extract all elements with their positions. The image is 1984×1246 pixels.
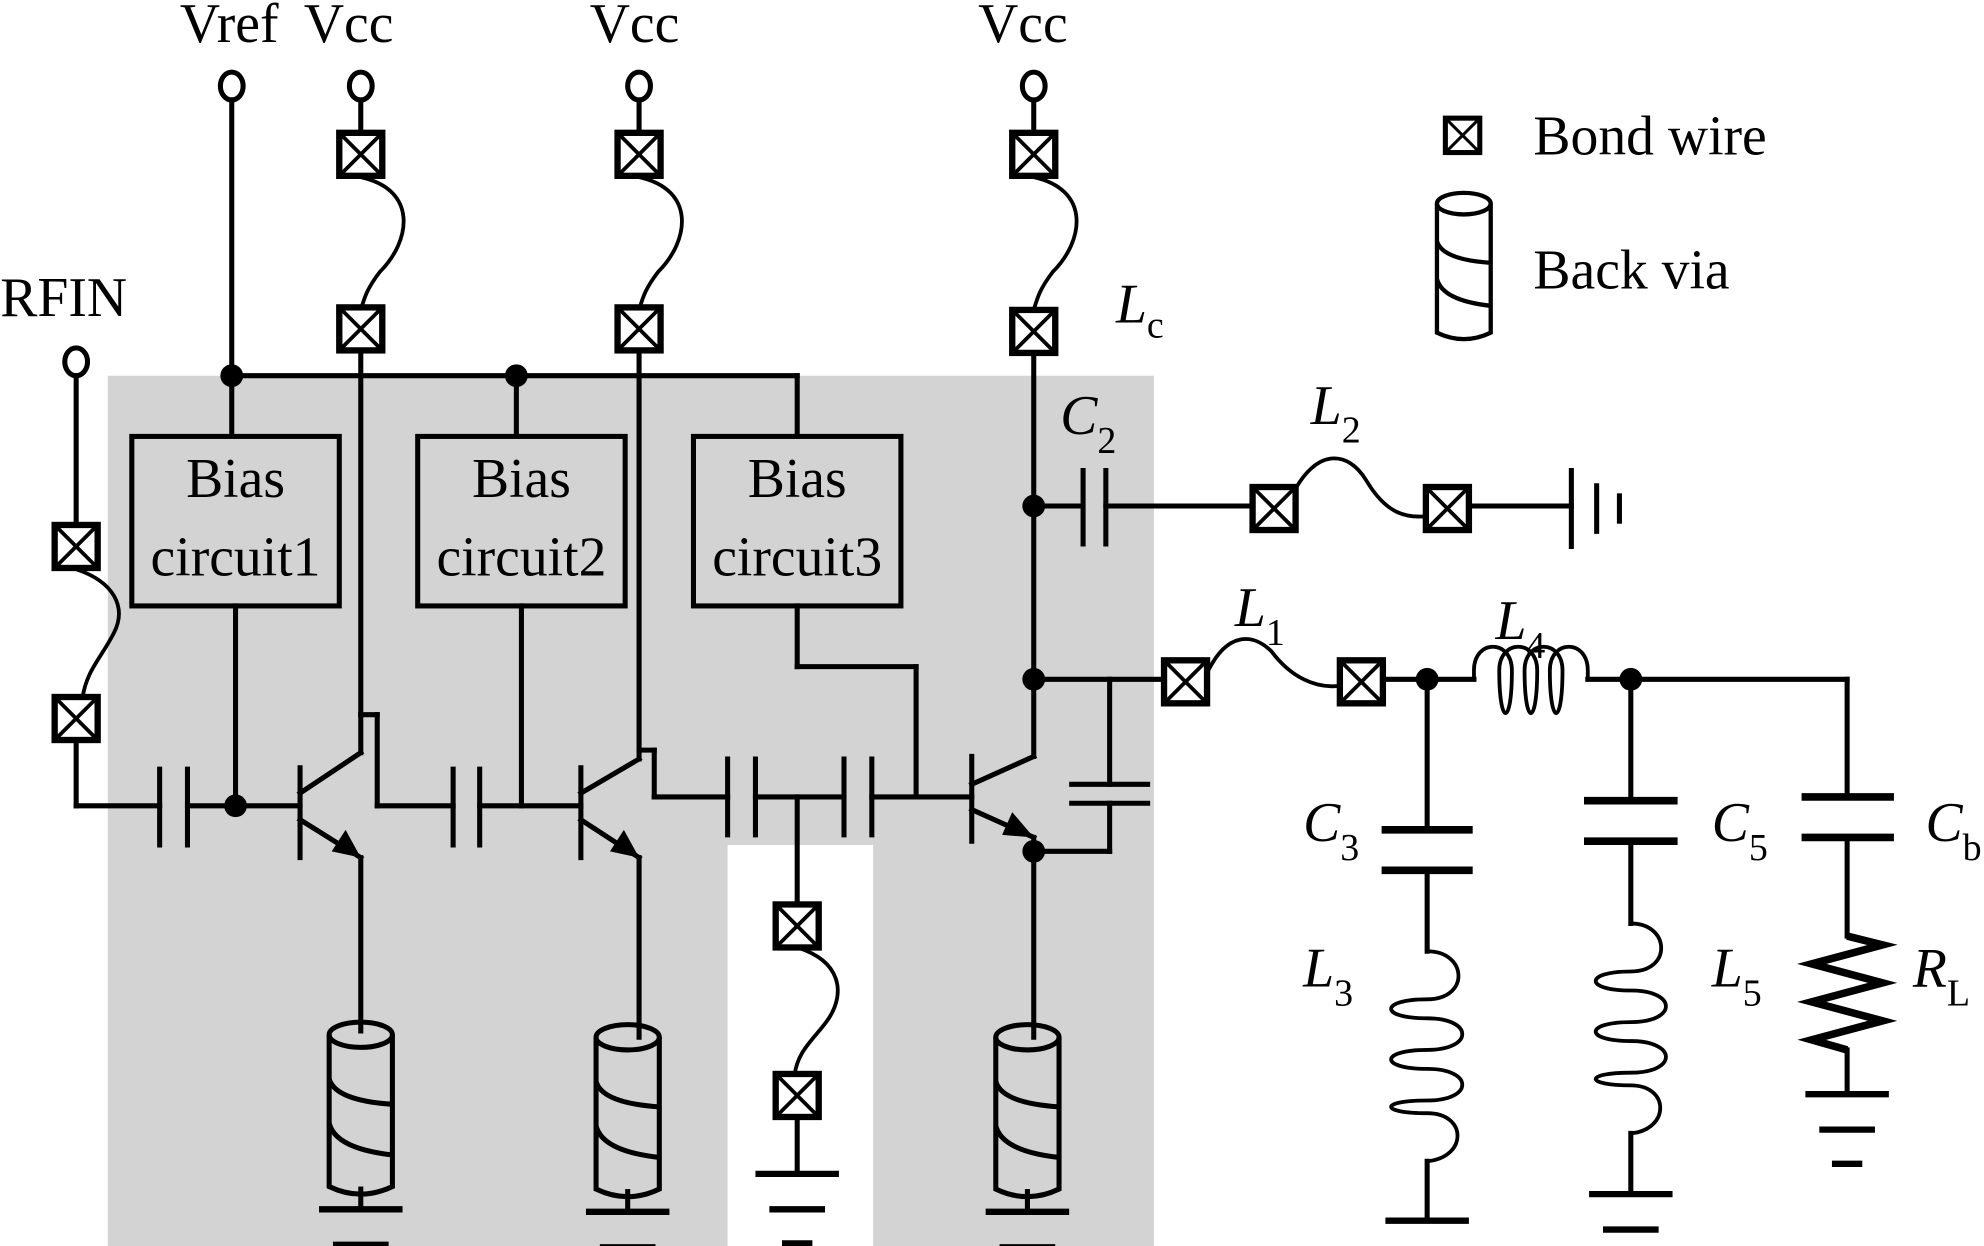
c3-l3-branch: [1381, 676, 1473, 1246]
l2-label: L2: [1310, 375, 1361, 452]
legend-item-bond-wire: Bond wire: [1445, 105, 1767, 167]
bond-wire-icon: [1426, 487, 1469, 530]
legend: Bond wire Back via: [1437, 105, 1767, 339]
bond-wire-icon: [618, 307, 661, 350]
bond-wire-icon: [1164, 660, 1207, 703]
bias-circuit-2: Bias circuit2: [415, 433, 628, 609]
stage-2: [450, 603, 731, 1246]
ground-icon: [1805, 1094, 1888, 1164]
svg-text:circuit2: circuit2: [436, 527, 606, 589]
bond-wire-icon: [776, 904, 819, 947]
c2-label: C2: [1060, 385, 1116, 462]
legend-item-back-via: Back via: [1437, 193, 1730, 339]
ground-icon: [1385, 1221, 1468, 1246]
lc-label: Lc: [1115, 274, 1164, 347]
bond-wire-icon: [1253, 487, 1296, 530]
bias-circuit-1: Bias circuit1: [129, 433, 342, 609]
vcc3-label: Vcc: [978, 0, 1068, 55]
cb-rl-branch: [1797, 676, 1898, 1164]
vcc1-feed: [339, 97, 406, 718]
c5-l5-branch: [1584, 676, 1678, 1246]
bond-wire-icon: [339, 133, 382, 176]
stage-1: [157, 603, 456, 1246]
vcc2-feed: [618, 97, 684, 753]
c5-label: C5: [1712, 792, 1768, 869]
svg-text:circuit1: circuit1: [151, 527, 321, 589]
svg-text:Bias: Bias: [186, 448, 285, 510]
l3-label: L3: [1302, 938, 1353, 1015]
stage-3: [968, 494, 1167, 1246]
junction-dot: [504, 364, 528, 388]
bond-wire-icon: [1012, 310, 1055, 353]
svg-text:Bond wire: Bond wire: [1533, 105, 1766, 167]
l1-label: L1: [1234, 577, 1285, 654]
l5-label: L5: [1711, 938, 1762, 1015]
c2-l2-branch: [1031, 456, 1622, 549]
terminal-circles: [62, 69, 1048, 379]
bond-wire-icon: [618, 133, 661, 176]
vcc1-label: Vcc: [304, 0, 394, 55]
bias-circuit-3: Bias circuit3: [690, 433, 904, 609]
back-via-icon: [1437, 193, 1491, 339]
vcc2-label: Vcc: [590, 0, 680, 55]
bond-wire-icon: [55, 525, 98, 568]
junction-dot: [220, 364, 244, 388]
rl-label: RL: [1912, 938, 1970, 1015]
svg-text:circuit3: circuit3: [712, 527, 882, 589]
svg-text:Bias: Bias: [748, 448, 847, 510]
c3-label: C3: [1303, 792, 1359, 869]
bond-wire-icon: [1340, 660, 1383, 703]
l4-label: L4: [1494, 590, 1545, 667]
bond-wire-icon: [1012, 133, 1055, 176]
svg-text:Back via: Back via: [1533, 239, 1729, 301]
cb-label: Cb: [1926, 792, 1982, 869]
interstage-network: [725, 603, 975, 1244]
output-path: [1164, 637, 1850, 716]
svg-text:Bias: Bias: [472, 448, 571, 510]
bond-wire-icon: [776, 1074, 819, 1117]
ground-icon: [755, 1174, 838, 1244]
bond-wire-icon: [339, 307, 382, 350]
ground-icon: [1589, 1194, 1672, 1246]
bond-wire-icon: [55, 697, 98, 740]
rfin-input: [55, 373, 163, 809]
bond-wire-icon: [1445, 118, 1479, 152]
vref-label: Vref: [180, 0, 279, 55]
rfin-label: RFIN: [0, 267, 127, 329]
